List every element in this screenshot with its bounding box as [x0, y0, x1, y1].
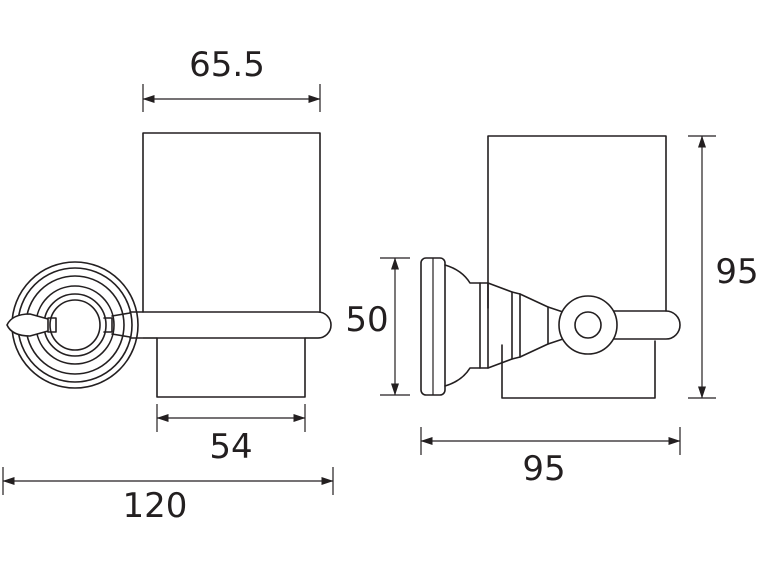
dimension-label-side-depth: 95	[522, 449, 565, 489]
dimension-side-height: 95	[688, 135, 759, 399]
side-bracket	[444, 264, 564, 387]
front-finial	[6, 312, 131, 338]
dimension-side-depth: 95	[420, 427, 681, 489]
dimension-label-backplate-height: 50	[345, 300, 388, 340]
side-holder-arm	[611, 310, 681, 340]
side-wall-plate	[420, 257, 446, 396]
dimension-label-overall-width: 120	[123, 486, 188, 526]
dimension-cup-width: 65.5	[142, 45, 321, 112]
dimension-label-side-height: 95	[715, 252, 758, 292]
dimension-label-cup-width: 65.5	[189, 45, 265, 85]
side-ring	[558, 295, 618, 355]
front-tumbler	[142, 132, 321, 398]
dimension-cup-base-width: 54	[156, 404, 306, 467]
dimension-label-cup-base-width: 54	[209, 427, 252, 467]
dimension-overall-width: 120	[2, 467, 334, 526]
side-view: 50 95 95	[345, 135, 759, 489]
front-view: 65.5 54 120	[2, 45, 334, 526]
front-holder-arm	[129, 311, 332, 339]
side-tumbler	[487, 135, 667, 399]
dimension-backplate-height: 50	[345, 257, 410, 396]
